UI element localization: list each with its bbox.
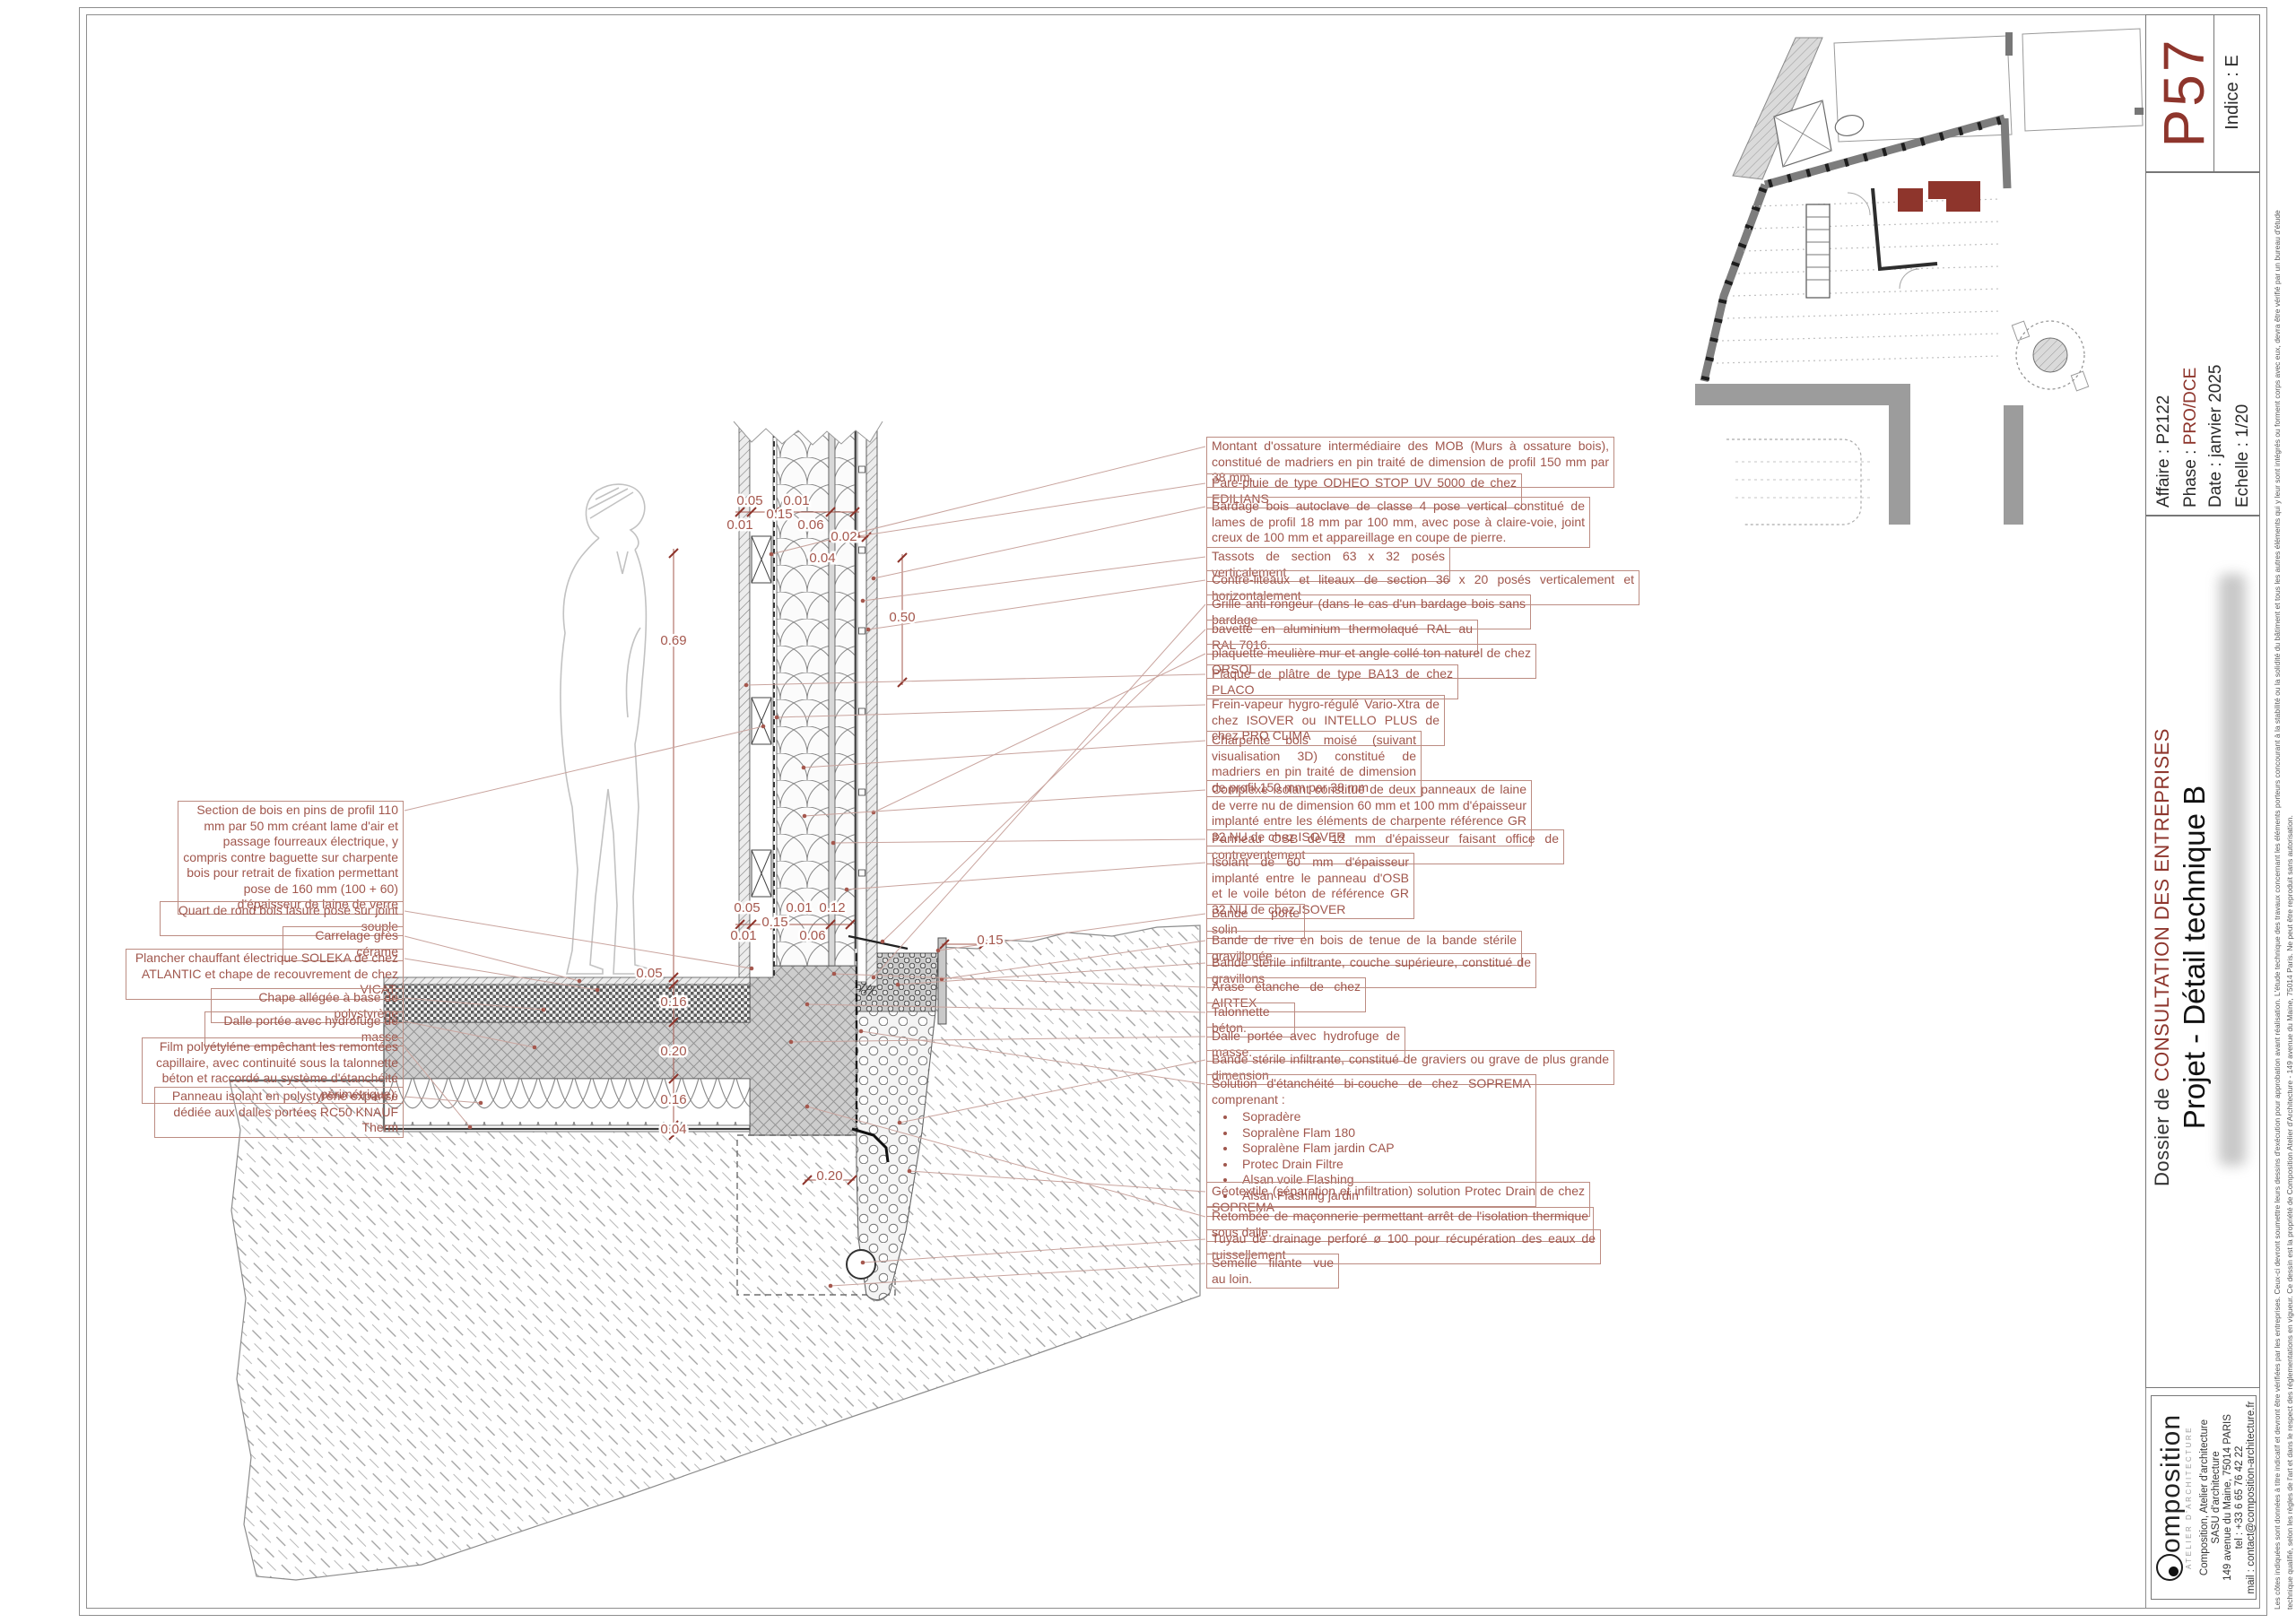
dimension-gravel_band-0: 0.15 bbox=[977, 933, 1003, 948]
dimension-wall_bottom-5: 0.06 bbox=[799, 928, 825, 943]
dimension-wall_top-2: 0.15 bbox=[766, 507, 792, 522]
firm-address: Composition, Atelier d'architecture SASU… bbox=[2199, 1399, 2258, 1596]
annotation-right-1: Pare-pluie de type ODHEO STOP UV 5000 de… bbox=[1206, 473, 1522, 508]
annotation-right-8: Plaque de plâtre de type BA13 de chez PL… bbox=[1206, 664, 1458, 699]
location-plan-inset bbox=[1695, 28, 2144, 525]
firm-line: Composition, Atelier d'architecture bbox=[2199, 1419, 2210, 1576]
annotation-right-22: Géotextile (séparation et infiltration) … bbox=[1206, 1182, 1590, 1217]
dimension-ticks bbox=[668, 507, 989, 1185]
annotation-right-9: Frein-vapeur hygro-régulé Vario-Xtra de … bbox=[1206, 695, 1445, 746]
sheet-title-box bbox=[2145, 516, 2260, 1388]
dimension-floor_chain-1: 0.16 bbox=[660, 994, 686, 1010]
drain-pipe bbox=[846, 1249, 876, 1280]
annotation-left-2: Carrelage grès cérame bbox=[283, 926, 404, 961]
annotation-right-10: Charpente bois moisé (suivant visualisat… bbox=[1206, 731, 1422, 797]
annotation-leaders bbox=[404, 446, 1206, 1289]
dimension-verticals-1: 0.50 bbox=[889, 610, 915, 625]
wall-foundation-section bbox=[229, 411, 1201, 1581]
redacted-text bbox=[2219, 574, 2246, 1166]
annotation-right-14: Bande porte solin bbox=[1206, 904, 1305, 939]
firm-line: 149 avenue du Maine, 75014 PARIS bbox=[2222, 1414, 2233, 1581]
dimension-wall_top-3: 0.01 bbox=[726, 517, 752, 533]
firm-line: SASU d'architecture bbox=[2211, 1451, 2222, 1544]
dossier-line: Dossier de CONSULTATION DES ENTREPRISES bbox=[2151, 534, 2176, 1381]
annotation-right-20: Bande stérile infiltrante, constitué de … bbox=[1206, 1050, 1614, 1085]
dimension-wall_top-5: 0.02 bbox=[831, 529, 857, 544]
dimension-floor_chain-4: 0.04 bbox=[660, 1122, 686, 1137]
annotation-left-6: Film polyétyléne empêchant les remontées… bbox=[142, 1037, 404, 1104]
annotation-right-15: Bande de rive en bois de tenue de la ban… bbox=[1206, 931, 1522, 966]
detail-location-marker bbox=[1898, 188, 1923, 212]
sheet-outer-border bbox=[79, 7, 2267, 1616]
annotation-right-12: Panneau OSB de 12 mm d'épaisseur faisant… bbox=[1206, 829, 1564, 864]
sheet-title: Projet - Détail technique B bbox=[2178, 785, 2211, 1130]
dimension-floor_chain-3: 0.16 bbox=[660, 1092, 686, 1107]
logo-c-icon bbox=[2156, 1554, 2183, 1582]
logo-text: omposition bbox=[2156, 1413, 2186, 1554]
phase-label: Phase : bbox=[2181, 445, 2200, 508]
dossier-prefix: Dossier de bbox=[2151, 1081, 2173, 1186]
dimension-wall_bottom-4: 0.01 bbox=[730, 928, 756, 943]
sheet-number: P57 bbox=[2152, 37, 2216, 148]
sheet-affaire: Affaire : P2122 bbox=[2154, 395, 2173, 508]
phase-value: PRO/DCE bbox=[2181, 367, 2200, 446]
dimension-wall_top-0: 0.05 bbox=[736, 493, 762, 508]
sheet-number-box bbox=[2145, 14, 2260, 173]
disclaimer-line-2: technique qualifié, selon les règles de … bbox=[2285, 815, 2294, 1610]
dimension-footing-0: 0.20 bbox=[816, 1168, 842, 1184]
logo-subtitle: ATELIER D'ARCHITECTURE bbox=[2185, 1426, 2193, 1569]
dimension-wall_bottom-3: 0.15 bbox=[761, 915, 787, 930]
annotation-right-21: Solution d'étanchéité bi-couche de chez … bbox=[1206, 1074, 1536, 1207]
dossier-red: CONSULTATION DES ENTREPRISES bbox=[2151, 728, 2173, 1082]
firm-box bbox=[2151, 1395, 2257, 1600]
annotation-left-0: Section de bois en pins de profil 110 mm… bbox=[178, 801, 404, 915]
disclaimer-line-1: Les côtes indiquées sont données à titre… bbox=[2273, 210, 2282, 1610]
dimension-wall_bottom-1: 0.01 bbox=[786, 900, 812, 916]
annotation-right-3: Tassots de section 63 x 32 posés vertica… bbox=[1206, 547, 1450, 582]
annotation-right-19: Dalle portée avec hydrofuge de masse. bbox=[1206, 1027, 1405, 1062]
annotation-left-5: Dalle portée avec hydrofuge de masse bbox=[204, 1011, 404, 1046]
annotation-left-3: Plancher chauffant électrique SOLEKA de … bbox=[126, 949, 404, 1000]
dimension-floor_chain-0: 0.05 bbox=[636, 966, 662, 981]
annotation-right-16: Bande stérile infiltrante, couche supéri… bbox=[1206, 953, 1536, 988]
sheet-date: Date : janvier 2025 bbox=[2206, 364, 2225, 508]
dimension-floor_chain-2: 0.20 bbox=[660, 1044, 686, 1059]
dimension-wall_top-6: 0.04 bbox=[809, 551, 835, 566]
annotation-right-2: Bardage bois autoclave de classe 4 pose … bbox=[1206, 497, 1590, 548]
dimension-wall_top-4: 0.06 bbox=[797, 517, 823, 533]
annotation-right-17: Arase étanche de chez AIRTEX bbox=[1206, 977, 1366, 1012]
annotation-right-23: Retombée de maçonnerie permettant arrêt … bbox=[1206, 1207, 1594, 1242]
annotation-left-4: Chape allégée à base de polystyrène bbox=[211, 988, 404, 1023]
dimension-wall_bottom-2: 0.12 bbox=[819, 900, 845, 916]
sheet-meta-box bbox=[2145, 172, 2260, 516]
sheet-index: Indice : E bbox=[2222, 55, 2242, 130]
annotation-right-5: Grille anti-rongeur (dans le cas d'un ba… bbox=[1206, 595, 1531, 629]
annotation-right-6: bavette en aluminium thermolaqué RAL au … bbox=[1206, 620, 1478, 655]
annotation-left-7: Panneau isolant en polystyrène expansé d… bbox=[154, 1087, 404, 1138]
firm-line: mail : contact@composition-architecture.… bbox=[2246, 1401, 2257, 1594]
sheet-scale: Echelle : 1/20 bbox=[2233, 404, 2252, 508]
firm-logo: omposition ATELIER D'ARCHITECTURE bbox=[2156, 1399, 2199, 1596]
sheet-inner-border bbox=[86, 14, 2260, 1609]
annotation-right-13: Isolant de 60 mm d'épaisseur implanté en… bbox=[1206, 853, 1414, 919]
dimension-wall_top-1: 0.01 bbox=[783, 493, 809, 508]
dimension-verticals-0: 0.69 bbox=[660, 633, 686, 648]
annotation-right-11: Complexe isolant constitué de deux panne… bbox=[1206, 780, 1532, 846]
human-figure bbox=[560, 483, 648, 975]
annotation-right-25: Semelle filante vue au loin. bbox=[1206, 1254, 1339, 1289]
dimension-wall_bottom-0: 0.05 bbox=[734, 900, 760, 916]
dimension-lines bbox=[673, 511, 987, 1181]
firm-line: tel : +33 6 65 76 42 22 bbox=[2234, 1445, 2245, 1549]
annotation-left-1: Quart de rond bois lasuré posé sur joint… bbox=[160, 901, 404, 936]
sheet-phase: Phase : PRO/DCE bbox=[2181, 185, 2205, 508]
